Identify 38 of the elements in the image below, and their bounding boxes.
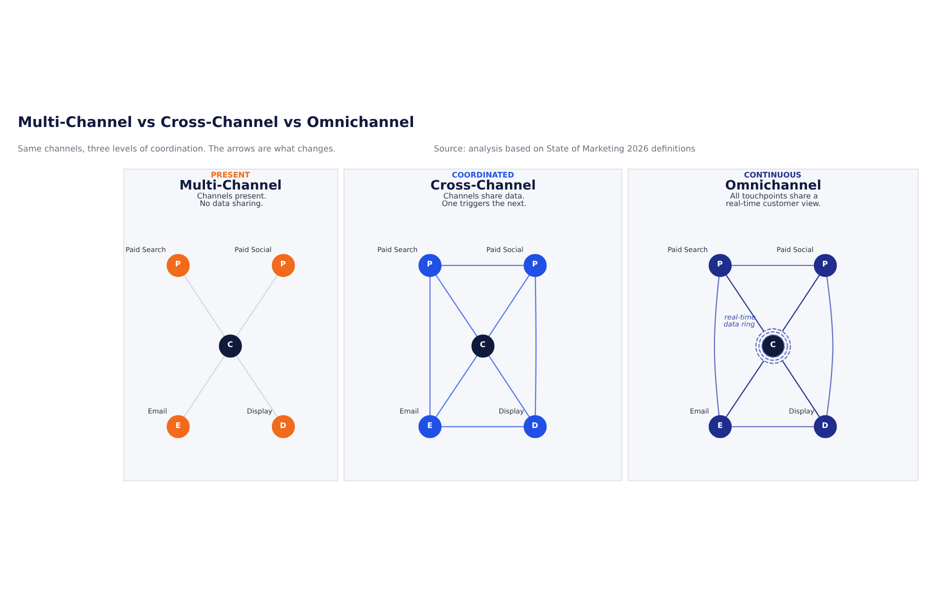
connector bbox=[435, 274, 478, 337]
connector bbox=[488, 355, 530, 418]
connector bbox=[726, 360, 764, 418]
node-circle: C bbox=[755, 328, 791, 364]
connector bbox=[236, 274, 278, 337]
label: Source: analysis based on State of Marketing 2026 definitions bbox=[434, 143, 696, 154]
connector bbox=[441, 426, 524, 428]
node-circle: D bbox=[272, 415, 295, 438]
node-circle: P bbox=[166, 254, 190, 277]
connector bbox=[236, 355, 278, 418]
node-circle: P bbox=[708, 254, 732, 277]
connector bbox=[714, 276, 720, 416]
node-circle: C bbox=[218, 334, 242, 358]
connector bbox=[782, 360, 820, 418]
connector bbox=[726, 274, 764, 332]
node-circle: P bbox=[524, 254, 547, 277]
node-circle: D bbox=[814, 415, 837, 438]
node-circle: E bbox=[418, 415, 442, 438]
label: Same channels, three levels of coordination. The arrows are what changes. bbox=[18, 143, 336, 154]
connector bbox=[184, 355, 226, 418]
node-circle: D bbox=[524, 415, 547, 438]
connector bbox=[731, 426, 814, 428]
connector bbox=[826, 276, 834, 416]
diagram-title: Multi-Channel vs Cross-Channel vs Omnichannel bbox=[18, 114, 414, 132]
node-circle: E bbox=[708, 415, 732, 438]
connector bbox=[429, 276, 431, 416]
node-circle: E bbox=[166, 415, 190, 438]
node-circle: P bbox=[814, 254, 837, 277]
node-circle: C bbox=[471, 334, 494, 358]
connector bbox=[488, 274, 530, 337]
node-circle: P bbox=[418, 254, 442, 277]
node-circle: P bbox=[272, 254, 295, 277]
connector bbox=[731, 264, 814, 266]
connector bbox=[435, 355, 478, 418]
connector bbox=[441, 264, 524, 266]
connector bbox=[184, 274, 226, 337]
connector bbox=[534, 276, 537, 416]
connector bbox=[782, 274, 820, 332]
